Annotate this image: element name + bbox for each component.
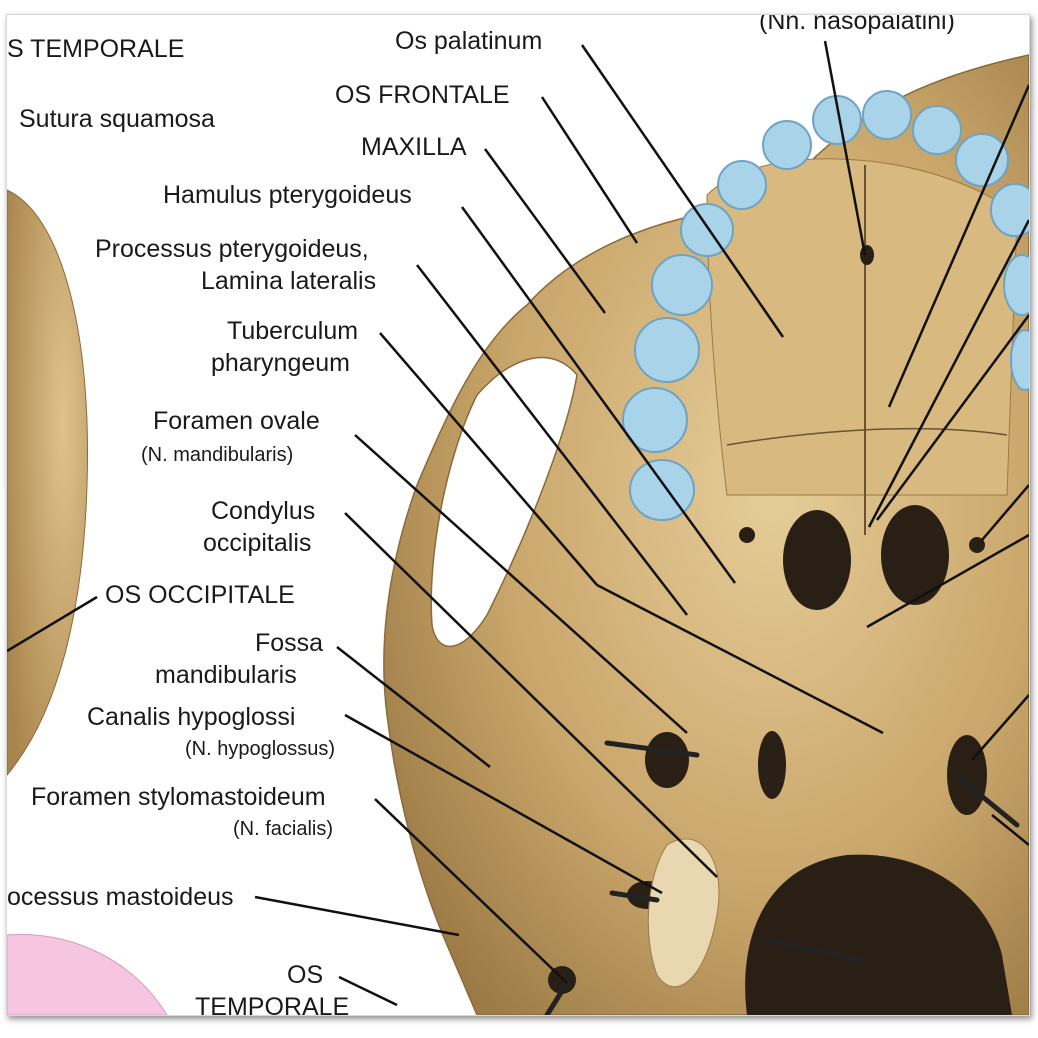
label-os-temporale-top: S TEMPORALE (7, 35, 185, 63)
palate (706, 158, 1018, 496)
label-maxilla: MAXILLA (361, 133, 467, 161)
label-os-occipitale: OS OCCIPITALE (105, 581, 295, 609)
anatomy-figure: (Nn. nasopalatini) S TEMPORALE Sutura sq… (6, 14, 1030, 1016)
label-processus-mastoideus: ocessus mastoideus (7, 883, 234, 911)
label-n-hypoglossus: (N. hypoglossus) (185, 738, 336, 760)
label-foramen-ovale: Foramen ovale (153, 407, 320, 435)
label-os-frontale: OS FRONTALE (335, 81, 510, 109)
label-lamina-lateralis: Lamina lateralis (201, 267, 377, 295)
leader-lines (7, 40, 1029, 1007)
label-tuberculum: Tuberculum (227, 317, 359, 345)
label-pharyngeum: pharyngeum (211, 349, 350, 377)
teeth-row (622, 90, 1029, 521)
label-occipitalis: occipitalis (203, 529, 312, 557)
zygomatic-opening (430, 356, 578, 648)
label-mandibularis: mandibularis (155, 661, 297, 689)
label-n-mandibularis: (N. mandibularis) (141, 444, 294, 466)
skull-illustration (7, 40, 1029, 1015)
label-fossa: Fossa (255, 629, 324, 657)
label-n-facialis: (N. facialis) (233, 818, 334, 840)
label-os: OS (287, 961, 324, 989)
label-os-palatinum: Os palatinum (395, 27, 543, 55)
label-hamulus-pterygoideus: Hamulus pterygoideus (163, 181, 412, 209)
label-condylus: Condylus (211, 497, 316, 525)
label-processus-pterygoideus: Processus pterygoideus, (95, 235, 369, 263)
left-skull-bone (7, 189, 89, 776)
foramen-magnum (745, 854, 1012, 1015)
label-nasopalatini: (Nn. nasopalatini) (759, 14, 955, 35)
label-foramen-stylomastoideum: Foramen stylomastoideum (31, 783, 326, 811)
label-sutura-squamosa: Sutura squamosa (19, 105, 215, 133)
label-temporale-bottom: TEMPORALE (195, 993, 350, 1016)
label-canalis-hypoglossi: Canalis hypoglossi (87, 703, 296, 731)
pink-structure (7, 934, 168, 1015)
